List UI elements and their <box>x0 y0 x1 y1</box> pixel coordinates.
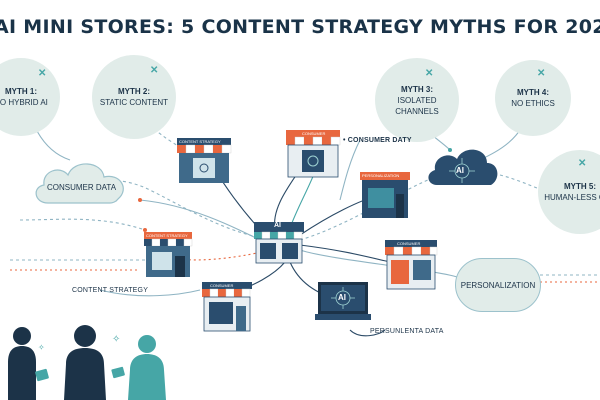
personalization-bubble: PERSONALIZATION <box>455 258 541 312</box>
store-left: CONTENT STRATEGY <box>142 232 194 278</box>
myth-bubble-3: ✕ MYTH 3: ISOLATED CHANNELS <box>375 58 459 142</box>
myth-bubble-2: ✕ MYTH 2: STATIC CONTENT <box>92 55 176 139</box>
store-sign: CONSUMER <box>397 241 421 246</box>
store-sign: CONTENT STRATEGY <box>179 139 221 144</box>
content-strategy-label: CONTENT STRATEGY <box>72 287 149 294</box>
consumer-daty-label: • CONSUMER DATY <box>343 137 412 144</box>
store-consumer: CONSUMER <box>284 130 342 178</box>
ai-cloud-text: AI <box>456 166 464 175</box>
consumer-data-label: CONSUMER DATA <box>47 183 117 192</box>
ai-cloud <box>428 149 498 185</box>
myth-bubble-4: ✕ MYTH 4: NO ETHICS <box>495 60 571 136</box>
ai-laptop <box>315 282 371 320</box>
persunlenta-data-label: PERSUNLENTA DATA <box>370 328 444 335</box>
close-icon: ✕ <box>537 68 546 79</box>
store-sign: CONSUMER <box>210 283 234 288</box>
consumer-data-cloud <box>35 163 124 204</box>
store-sign: CONSUMER <box>302 131 326 136</box>
ai-hub-store: AI <box>252 222 306 264</box>
page-title: AI MINI STORES: 5 CONTENT STRATEGY MYTHS… <box>0 16 600 38</box>
myth-bubble-1: ✕ MYTH 1: NO HYBRID AI <box>0 58 60 136</box>
store-sign: PERSONALIZATION <box>362 173 400 178</box>
close-icon: ✕ <box>150 65 159 76</box>
svg-text:✧: ✧ <box>38 343 45 352</box>
svg-text:✧: ✧ <box>112 334 120 345</box>
laptop-ai-text: AI <box>338 293 346 302</box>
hub-ai-text: AI <box>274 222 281 229</box>
myth-bubble-5: ✕ MYTH 5: HUMAN-LESS OPS <box>538 150 600 234</box>
store-bottom: CONSUMER <box>200 282 254 332</box>
store-sign: CONTENT STRATEGY <box>146 233 188 238</box>
close-icon: ✕ <box>425 68 434 79</box>
store-right-lower: CONSUMER <box>383 240 439 290</box>
close-icon: ✕ <box>578 158 587 169</box>
people-silhouettes: ✧ ✧ <box>8 325 166 400</box>
store-content-strategy: CONTENT STRATEGY <box>175 138 233 184</box>
close-icon: ✕ <box>38 68 47 79</box>
store-right: PERSONALIZATION <box>358 172 412 220</box>
